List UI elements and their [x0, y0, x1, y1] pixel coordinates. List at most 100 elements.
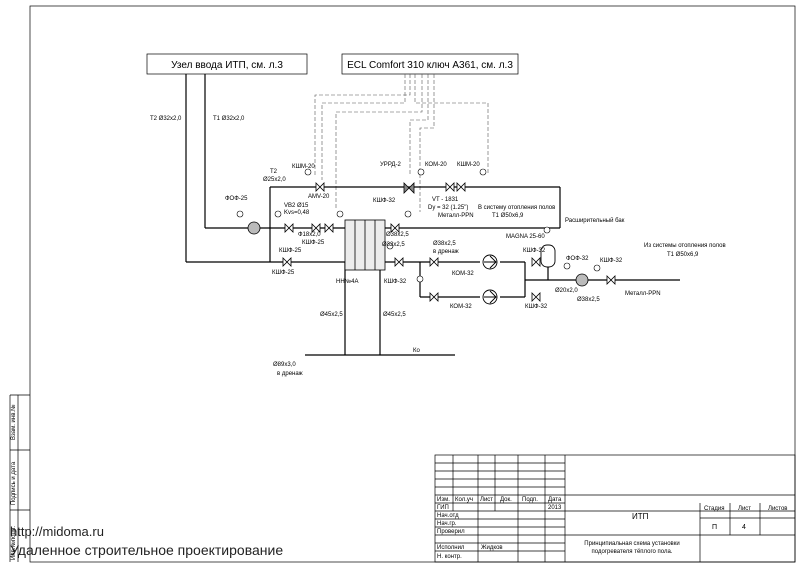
label-d89: Ø89х3,0	[273, 362, 296, 368]
label-t2-in: Т2 Ø32х2,0	[150, 116, 182, 122]
label-d38-top: Ø38х2,5	[386, 232, 409, 238]
tb-row-4: Исполнил	[437, 545, 465, 551]
title-block-grid	[434, 454, 796, 563]
tb-sheets-h: Листов	[768, 506, 788, 512]
filter-fof32	[575, 273, 589, 287]
label-urrd2: УРРД-2	[380, 162, 401, 168]
label-kshf32-c: КШФ-32	[525, 304, 548, 310]
filter-fof25	[247, 221, 261, 235]
tb-col-5: Дата	[548, 497, 562, 503]
tb-performer: Жидков	[481, 545, 503, 551]
box-labels: Узел ввода ИТП, см. л.3 ECL Comfort 310 …	[171, 60, 513, 71]
label-kshf25-a: КШФ-25	[302, 240, 325, 246]
tb-stage: П	[712, 524, 717, 531]
input-node-label: Узел ввода ИТП, см. л.3	[171, 60, 283, 71]
valve-kom32-a	[429, 257, 439, 267]
label-t1-50: Т1 Ø50х6,9	[492, 213, 524, 219]
label-exp-tank: Расширительный бак	[565, 217, 625, 224]
label-kshf32-a: КШФ-32	[384, 279, 407, 285]
label-metal-ppn-top: Металл-PPN	[438, 213, 474, 219]
label-d45-a: Ø45х2,5	[320, 312, 343, 318]
tb-title-2: подогревателя тёплого пола.	[592, 549, 673, 555]
label-hx: НН№4А	[336, 278, 358, 285]
label-kshm20-right: КШМ-20	[457, 162, 480, 168]
side-stamp-text: Взам. инв.№ Подпись и дата Инв.№подл.	[10, 404, 17, 560]
label-vb2: VB2 Ø15	[284, 203, 309, 209]
tb-row-3: Проверил	[437, 529, 465, 535]
tb-title-1: Принципиальная схема установки	[584, 541, 679, 547]
label-d32-mid: Ø32х2,5	[382, 242, 405, 248]
valve-kom32-b	[429, 292, 439, 302]
piping	[185, 74, 680, 356]
filters	[247, 221, 589, 287]
label-kom20: КОМ-20	[425, 162, 447, 168]
valve-kshf32-top	[390, 223, 400, 233]
valve-kom20	[445, 182, 455, 192]
label-kshm20-left: КШМ-20	[292, 164, 315, 170]
label-d45-b: Ø45х2,5	[383, 312, 406, 318]
drawing-frame	[29, 5, 796, 563]
pipe-labels: Т2 Ø32х2,0 Т1 Ø32х2,0 Т2 Ø25х2,0 КШМ-20 …	[150, 116, 726, 377]
controller-label: ECL Comfort 310 ключ А361, см. л.3	[347, 60, 513, 71]
tb-stage-h: Стадия	[704, 506, 724, 512]
label-v-drenazh: в дренаж	[433, 249, 459, 255]
label-kshf32-top: КШФ-32	[373, 198, 396, 204]
label-to-floor-heat: В систему отопления полов	[478, 205, 555, 211]
tb-row-1: Нач.отд	[437, 513, 459, 519]
valve-kshf32-d	[606, 275, 616, 285]
label-dy32: Dу = 32 (1.25")	[428, 205, 468, 211]
tb-sheet-h: Лист	[738, 506, 751, 512]
tb-row-0: ГИП	[437, 505, 449, 511]
valve-kshf32-c	[531, 292, 541, 302]
watermark-url: http://midoma.ru	[10, 524, 104, 539]
label-fof32: ФОФ-32	[566, 256, 589, 262]
label-fof25: ФОФ-25	[225, 196, 248, 202]
valve-kshm20-right	[456, 182, 466, 192]
valve-kshf25-a	[284, 223, 294, 233]
valve-kshf32-b	[531, 257, 541, 267]
input-node-box	[146, 53, 308, 75]
gauges	[236, 168, 601, 283]
label-t2-branch: Т2	[270, 169, 278, 175]
label-metal-ppn-bot: Металл-PPN	[625, 291, 661, 297]
controller-box	[341, 53, 519, 75]
label-d38-bot: Ø38х2,5	[577, 297, 600, 303]
valve-amv20	[311, 223, 321, 233]
tb-sheet-no: 4	[742, 524, 746, 531]
tb-row-5: Н. контр.	[437, 554, 462, 560]
tb-col-1: Кол.уч	[455, 497, 473, 503]
label-amv20: AMV-20	[308, 194, 330, 200]
label-d38-drain: Ø38х2,5	[433, 241, 456, 247]
tb-col-0: Изм.	[437, 497, 450, 503]
label-from-floor-heat: Из системы отопления полов	[644, 243, 726, 249]
label-ko: Ко	[413, 348, 420, 354]
pumps	[482, 254, 498, 305]
label-v-drenazh-bot: в дренаж	[277, 371, 303, 377]
label-t1-in: Т1 Ø32х2,0	[213, 116, 245, 122]
label-kshf25-b: КШФ-25	[279, 248, 302, 254]
label-kom32-a: КОМ-32	[452, 271, 474, 277]
label-kom32-b: КОМ-32	[450, 304, 472, 310]
tb-project: ИТП	[632, 512, 649, 521]
tb-col-2: Лист	[480, 497, 493, 503]
control-lines	[314, 74, 489, 212]
valve-kshf25-b	[324, 223, 334, 233]
label-kshf25-c: КШФ-25	[272, 270, 295, 276]
heat-exchanger	[344, 219, 386, 271]
watermark-tagline: Удаленное строительное проектирование	[10, 542, 284, 558]
valves	[282, 182, 616, 302]
valve-urrd2	[403, 182, 415, 194]
side-stamp-0: Взам. инв.№	[10, 404, 17, 440]
tb-year: 2013	[548, 505, 562, 511]
label-f18: Ф18х2,0	[298, 232, 321, 238]
tb-col-4: Подп.	[522, 497, 538, 503]
label-kshf32-b: КШФ-32	[523, 248, 546, 254]
label-kshf32-d: КШФ-32	[600, 258, 623, 264]
label-vt1831: VT - 1831	[432, 197, 459, 203]
valve-kshf25-c	[282, 257, 292, 267]
label-t1-50-b: Т1 Ø50х6,9	[667, 252, 699, 258]
tb-col-3: Док.	[500, 497, 512, 503]
label-d20: Ø20х2,0	[555, 288, 578, 294]
